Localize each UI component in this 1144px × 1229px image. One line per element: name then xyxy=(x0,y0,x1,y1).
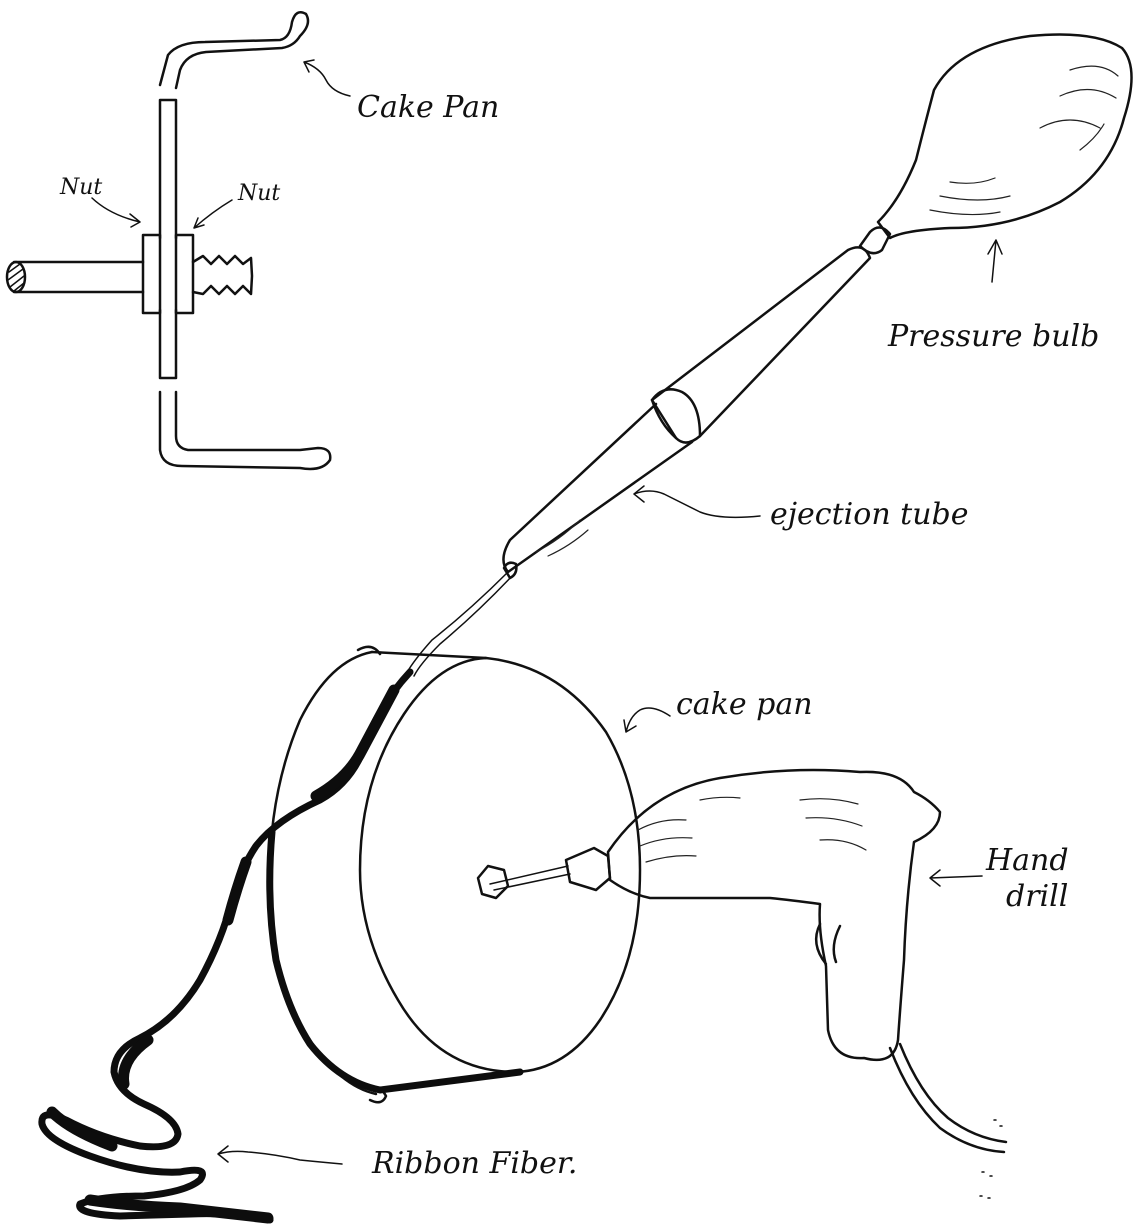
cake-pan-arrow xyxy=(624,708,670,732)
ejection-tube-upper-sleeve xyxy=(652,247,870,442)
inset-pan-bottom-lip xyxy=(160,392,330,469)
pressure-bulb: Pressure bulb xyxy=(860,35,1132,355)
inset-axle-rod xyxy=(14,262,143,292)
label-hand-drill-line2: drill xyxy=(1006,879,1068,914)
label-hand-drill-line1: Hand xyxy=(985,843,1069,878)
inset-nut-right xyxy=(176,235,193,313)
cake-pan-drum: cake pan xyxy=(270,647,813,1102)
label-ejection-tube: ejection tube xyxy=(770,497,969,532)
inset-pan-top-lip xyxy=(160,12,308,88)
ejection-tube-body xyxy=(503,404,692,572)
hand-drill-cord xyxy=(890,1044,1006,1152)
pressure-bulb-body xyxy=(878,35,1132,239)
hand-drill-arrow xyxy=(930,870,982,886)
label-cake-pan-main: cake pan xyxy=(676,687,813,722)
ribbon-fiber-arrow xyxy=(218,1146,342,1164)
inset-nut-left-arrow xyxy=(92,198,140,227)
ejection-tube: ejection tube xyxy=(503,247,968,578)
pressure-bulb-arrow xyxy=(988,240,1002,282)
hand-drill-cord-dots xyxy=(980,1120,1002,1198)
inset-nut-right-arrow xyxy=(194,200,232,228)
cake-pan-hub xyxy=(478,866,508,898)
inset-cake-pan-arrow xyxy=(304,60,350,96)
inset-pan-wall-upper xyxy=(160,100,176,238)
hand-drill-body xyxy=(608,770,940,1060)
pressure-bulb-shading xyxy=(930,66,1118,214)
label-nut-right: Nut xyxy=(237,181,280,206)
ejection-tube-arrow xyxy=(634,486,760,517)
inset-cross-section: Cake Pan Nut Nut xyxy=(7,12,499,469)
label-ribbon-fiber: Ribbon Fiber. xyxy=(371,1146,577,1181)
cake-pan-front-face xyxy=(360,658,640,1072)
ribbon-fiber-overlay xyxy=(52,690,394,1218)
hand-drill-shading xyxy=(638,797,866,862)
inset-pan-wall-lower xyxy=(160,310,176,378)
inset-axle-threads xyxy=(193,256,252,294)
ribbon-fiber-strand-2 xyxy=(414,576,512,676)
ejection-tube-shading xyxy=(536,520,588,556)
hand-drill: Hand drill xyxy=(566,770,1069,1198)
label-cake-pan-top: Cake Pan xyxy=(357,90,499,125)
label-nut-left: Nut xyxy=(59,175,102,200)
inset-nut-left xyxy=(143,235,160,313)
hand-drill-chuck xyxy=(566,848,610,890)
label-pressure-bulb: Pressure bulb xyxy=(887,319,1099,354)
